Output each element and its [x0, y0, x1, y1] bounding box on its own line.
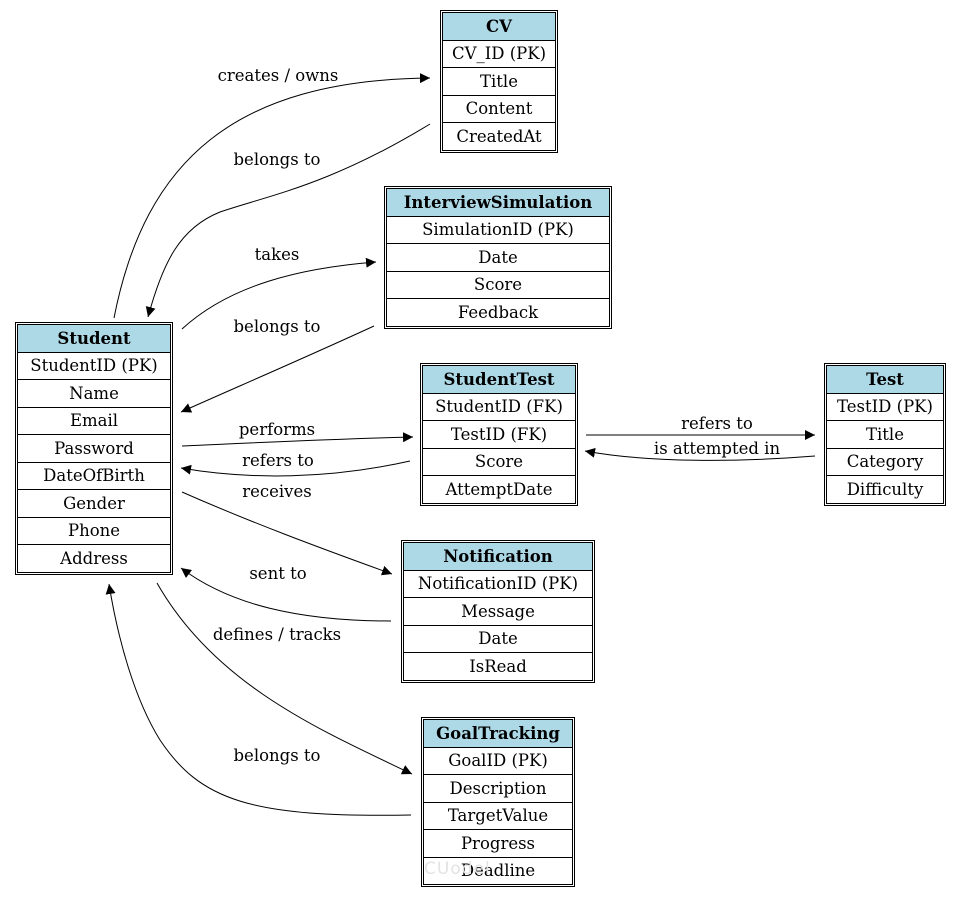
label-st-refers-to-student: refers to: [242, 451, 314, 470]
entity-field: StudentID (FK): [422, 392, 576, 421]
entity-field: Difficulty: [826, 475, 944, 504]
entity-field: Feedback: [386, 298, 610, 327]
entity-title: Student: [17, 324, 171, 353]
entity-interview-simulation: InterviewSimulation SimulationID (PK) Da…: [384, 186, 612, 329]
entity-field: Description: [423, 774, 573, 803]
entity-title: CV: [442, 12, 556, 41]
entity-cv: CV CV_ID (PK) Title Content CreatedAt: [440, 10, 558, 153]
label-takes: takes: [254, 245, 300, 264]
entity-title: Notification: [403, 542, 593, 571]
entity-field: Message: [403, 597, 593, 626]
entity-title: StudentTest: [422, 365, 576, 394]
entity-title: InterviewSimulation: [386, 188, 610, 217]
entity-field: Content: [442, 94, 556, 123]
entity-student: Student StudentID (PK) Name Email Passwo…: [15, 322, 173, 575]
label-goal-belongs-to: belongs to: [233, 746, 321, 765]
edge-interview-belongs-to: [180, 325, 375, 413]
entity-student-test: StudentTest StudentID (FK) TestID (FK) S…: [420, 363, 578, 506]
entity-field: TargetValue: [423, 801, 573, 830]
edge-sent-to: [180, 567, 392, 622]
edge-performs: [181, 432, 414, 447]
edge-creates-owns: [113, 73, 431, 319]
entity-field: Email: [17, 406, 171, 435]
label-st-refers-to-test: refers to: [681, 414, 753, 433]
label-defines-tracks: defines / tracks: [212, 625, 342, 644]
entity-field: Date: [403, 624, 593, 653]
watermark: CUodel: [424, 859, 491, 879]
entity-field: Date: [386, 243, 610, 272]
edge-defines-tracks: [156, 582, 413, 775]
entity-field: Gender: [17, 489, 171, 518]
label-interview-belongs-to: belongs to: [233, 317, 321, 336]
entity-field: CV_ID (PK): [442, 39, 556, 68]
entity-field: Deadline: [423, 856, 573, 885]
entity-field: CreatedAt: [442, 122, 556, 151]
label-sent-to: sent to: [249, 564, 307, 583]
label-cv-belongs-to: belongs to: [233, 150, 321, 169]
entity-field: Address: [17, 544, 171, 573]
entity-field: NotificationID (PK): [403, 569, 593, 598]
edge-receives: [181, 491, 393, 576]
entity-field: Title: [442, 67, 556, 96]
entity-title: GoalTracking: [423, 719, 573, 748]
entity-field: GoalID (PK): [423, 746, 573, 775]
entity-notification: Notification NotificationID (PK) Message…: [401, 540, 595, 683]
label-receives: receives: [242, 482, 312, 501]
entity-field: TestID (FK): [422, 420, 576, 449]
edge-cv-belongs-to: [145, 123, 431, 318]
entity-field: TestID (PK): [826, 392, 944, 421]
entity-field: DateOfBirth: [17, 461, 171, 490]
entity-title: Test: [826, 365, 944, 394]
entity-test: Test TestID (PK) Title Category Difficul…: [824, 363, 946, 506]
entity-field: Name: [17, 379, 171, 408]
entity-field: Password: [17, 434, 171, 463]
entity-field: IsRead: [403, 652, 593, 681]
entity-field: Score: [422, 447, 576, 476]
entity-field: Phone: [17, 516, 171, 545]
edge-takes: [181, 257, 377, 330]
label-is-attempted-in: is attempted in: [653, 439, 781, 458]
entity-goal-tracking: GoalTracking GoalID (PK) Description Tar…: [421, 717, 575, 887]
edge-is-attempted-in: [584, 447, 816, 461]
entity-field: StudentID (PK): [17, 351, 171, 380]
label-creates-owns: creates / owns: [217, 66, 339, 85]
entity-field: Title: [826, 420, 944, 449]
edge-st-refers-to-student: [180, 460, 411, 477]
entity-field: SimulationID (PK): [386, 215, 610, 244]
entity-field: Category: [826, 447, 944, 476]
edge-goal-belongs-to: [105, 583, 412, 816]
entity-field: Score: [386, 270, 610, 299]
entity-field: Progress: [423, 829, 573, 858]
entity-field: AttemptDate: [422, 475, 576, 504]
label-performs: performs: [238, 420, 316, 439]
